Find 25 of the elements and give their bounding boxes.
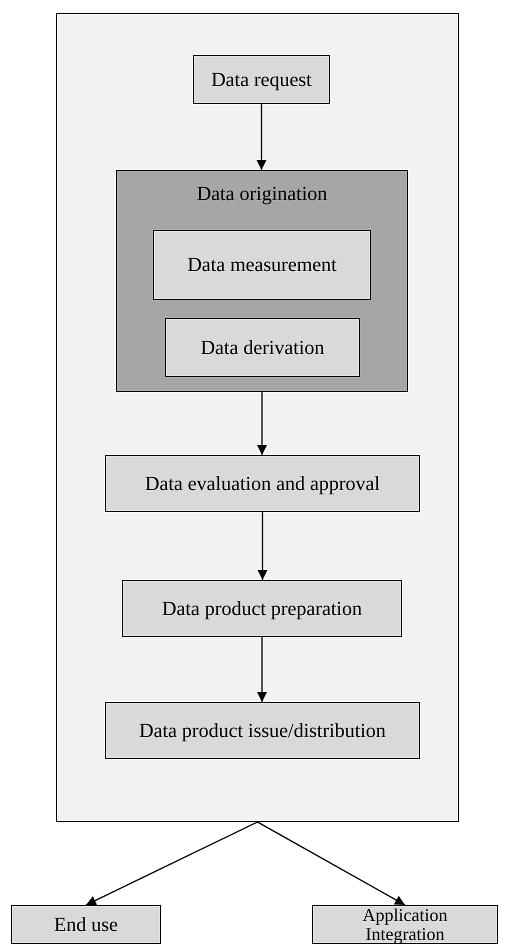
arrow (256, 104, 266, 170)
process-box (105, 702, 420, 759)
arrow (257, 637, 267, 702)
box-label: Application Integration (362, 906, 448, 944)
arrow (257, 392, 267, 455)
arrow (258, 512, 268, 580)
box-label: Data origination (196, 183, 328, 205)
process-box (165, 318, 360, 377)
process-box (312, 905, 498, 944)
process-box (116, 170, 408, 392)
process-box (193, 55, 330, 104)
container-box (56, 13, 459, 822)
process-box (105, 455, 420, 512)
process-box (153, 230, 371, 300)
arrow (257, 821, 406, 906)
box-label: Data product preparation (161, 598, 363, 620)
box-label: End use (53, 914, 119, 936)
arrow (86, 821, 258, 906)
box-label: Data measurement (186, 254, 338, 276)
box-label: Data derivation (200, 336, 326, 358)
process-box (11, 905, 161, 944)
box-label: Data product issue/distribution (138, 720, 387, 742)
box-label: Data evaluation and approval (144, 472, 381, 494)
box-label: Data request (210, 68, 313, 90)
process-box (122, 580, 402, 637)
